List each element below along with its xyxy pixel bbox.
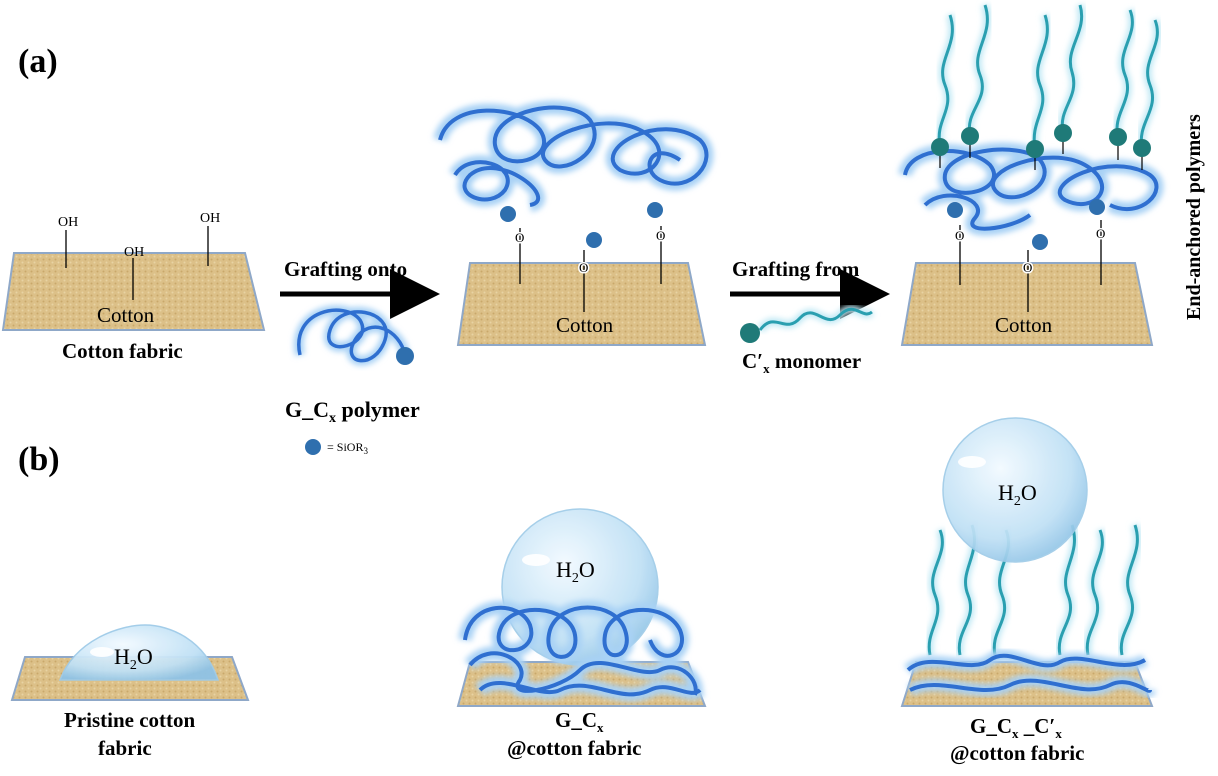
anchor-sphere-icon (1109, 128, 1127, 146)
gcxc-caption-line2: @cotton fabric (950, 741, 1084, 765)
silane-sphere-icon (396, 347, 414, 365)
cotton-label: Cotton (97, 303, 155, 327)
oh-group-label: OH (124, 245, 144, 260)
oh-group-label: OH (58, 215, 78, 230)
legend-sphere-icon (305, 439, 321, 455)
cotton-fabric-grafted: O O O Cotton (433, 100, 714, 346)
cotton-fabric-caption: Cotton fabric (62, 339, 183, 363)
oxygen-label: O (955, 228, 964, 243)
panel-b-label: (b) (18, 441, 60, 478)
gcx-caption-line1: G_Cx (555, 708, 604, 735)
anchor-sphere-icon (1026, 140, 1044, 158)
anchor-sphere-icon (1133, 139, 1151, 157)
cotton-label: Cotton (995, 313, 1053, 337)
anchor-sphere-icon (961, 127, 979, 145)
end-anchored-polymers-label: End-anchored polymers (1183, 114, 1205, 320)
gcxc-fabric-sample: H2O (900, 417, 1156, 707)
grafting-onto-label: Grafting onto (284, 257, 407, 281)
pristine-caption-line1: Pristine cotton (64, 708, 196, 732)
anchor-sphere-icon (1054, 124, 1072, 142)
water-label: H2O (998, 480, 1037, 509)
polymer-coil (293, 305, 414, 366)
oxygen-label: O (515, 230, 524, 245)
flat-water-droplet (58, 624, 220, 681)
silane-sphere-icon (500, 206, 516, 222)
gcx-fabric-sample: H2O (456, 508, 707, 707)
silane-sphere-icon (586, 232, 602, 248)
pristine-caption-line2: fabric (98, 736, 152, 760)
silane-sphere-icon (947, 202, 963, 218)
legend-text: = SiOR3 (327, 440, 368, 456)
monomer-caption: C′x monomer (742, 349, 861, 376)
monomer-chain (740, 305, 875, 343)
anchor-sphere-icon (931, 138, 949, 156)
polymer-caption: G_Cx polymer (285, 397, 420, 426)
pristine-fabric-sample: H2O (10, 624, 250, 701)
panel-a-label: (a) (18, 43, 58, 80)
oxygen-label: O (1023, 260, 1032, 275)
silane-sphere-icon (1032, 234, 1048, 250)
oh-group-label: OH (200, 211, 220, 226)
silane-sphere-icon (647, 202, 663, 218)
polymer-brushes (935, 3, 1162, 149)
gcxc-caption-line1: G_Cx _C′x (970, 714, 1062, 741)
oxygen-label: O (656, 228, 665, 243)
water-label: H2O (556, 557, 595, 586)
gcx-caption-line2: @cotton fabric (507, 736, 641, 760)
cotton-label: Cotton (556, 313, 614, 337)
oxygen-label: O (1096, 226, 1105, 241)
cotton-fabric-plain: OH OH OH Cotton (1, 211, 266, 331)
oxygen-label: O (579, 260, 588, 275)
grafting-from-label: Grafting from (732, 257, 860, 281)
water-label: H2O (114, 644, 153, 673)
cotton-fabric-brush: O O O (898, 3, 1164, 346)
silane-sphere-icon (1089, 199, 1105, 215)
anchor-sphere-icon (740, 323, 760, 343)
water-droplet-sphere (942, 417, 1088, 563)
